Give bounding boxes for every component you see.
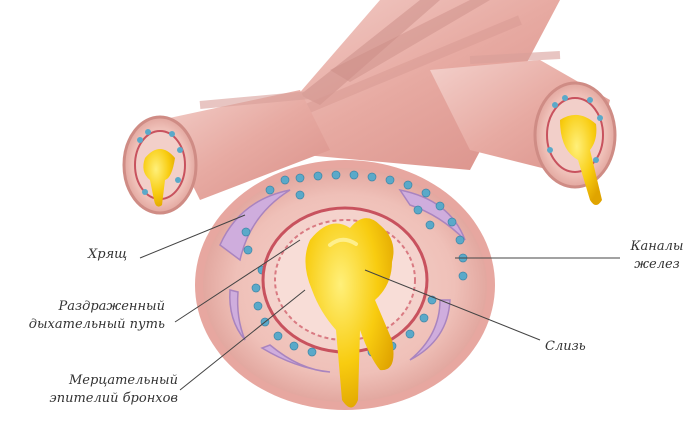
label-gland-ducts: Каналы желез [620, 238, 694, 274]
main-cross-section [195, 160, 495, 410]
label-gland-ducts-line1: Каналы [620, 238, 694, 256]
label-ciliated-epithelium-line2: эпителий бронхов [0, 390, 178, 408]
label-mucus: Слизь [545, 338, 586, 356]
label-ciliated-epithelium: Мерцательный эпителий бронхов [0, 372, 178, 408]
right-small-cross-section [535, 83, 615, 205]
label-ciliated-epithelium-line1: Мерцательный [0, 372, 178, 390]
left-small-cross-section [124, 117, 196, 213]
label-gland-ducts-line2: желез [620, 256, 694, 274]
label-irritated-airway: Раздраженный дыхательный путь [0, 298, 165, 334]
label-irritated-airway-line1: Раздраженный [0, 298, 165, 316]
label-cartilage: Хрящ [88, 246, 127, 264]
label-irritated-airway-line2: дыхательный путь [0, 316, 165, 334]
